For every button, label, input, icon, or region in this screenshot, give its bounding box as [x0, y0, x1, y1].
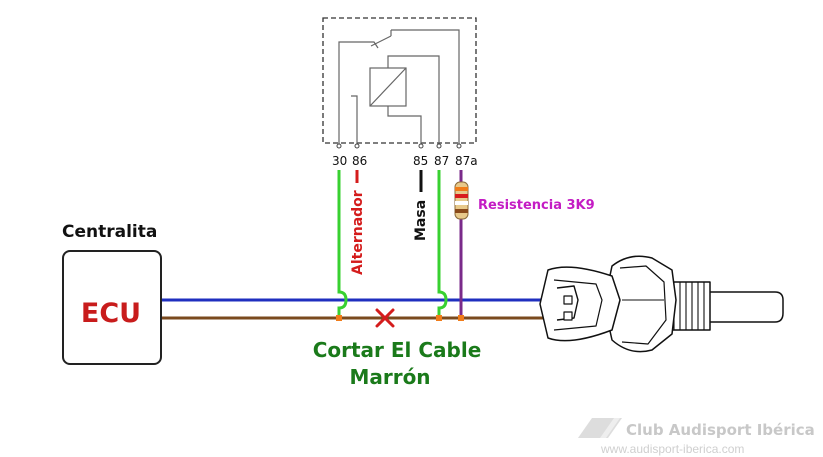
- resistor-3k9-icon: [454, 181, 469, 220]
- resistencia-label: Resistencia 3K9: [478, 198, 595, 213]
- pin-label-85: 85: [413, 154, 428, 168]
- relay-pin-terminals: [336, 143, 462, 149]
- alternador-label: Alternador: [350, 190, 366, 275]
- centralita-label: Centralita: [62, 222, 157, 242]
- cut-mark-icon: [375, 308, 395, 328]
- pin-label-30: 30: [332, 154, 347, 168]
- pin-label-86: 86: [352, 154, 367, 168]
- relay-internal-circuit: [338, 29, 460, 145]
- green-wire-pin30: [337, 170, 348, 318]
- ecu-box: [62, 250, 162, 365]
- watermark-title: Club Audisport Ibérica: [626, 421, 815, 439]
- cortar-label-line2: Marrón: [349, 365, 430, 389]
- green-wire-pin87: [437, 170, 448, 318]
- masa-label: Masa: [413, 200, 429, 241]
- relay-housing: [322, 17, 477, 144]
- cortar-label-line1: Cortar El Cable: [313, 338, 482, 362]
- pin-label-87: 87: [434, 154, 449, 168]
- watermark-url: www.audisport-iberica.com: [600, 442, 744, 456]
- watermark-logo: [578, 418, 622, 438]
- temperature-sensor-icon: [539, 255, 784, 353]
- ecu-label: ECU: [81, 298, 141, 329]
- relay: 30 86 85 87 87a: [322, 17, 478, 168]
- pin-label-87a: 87a: [455, 154, 478, 168]
- junction-points: [336, 315, 464, 321]
